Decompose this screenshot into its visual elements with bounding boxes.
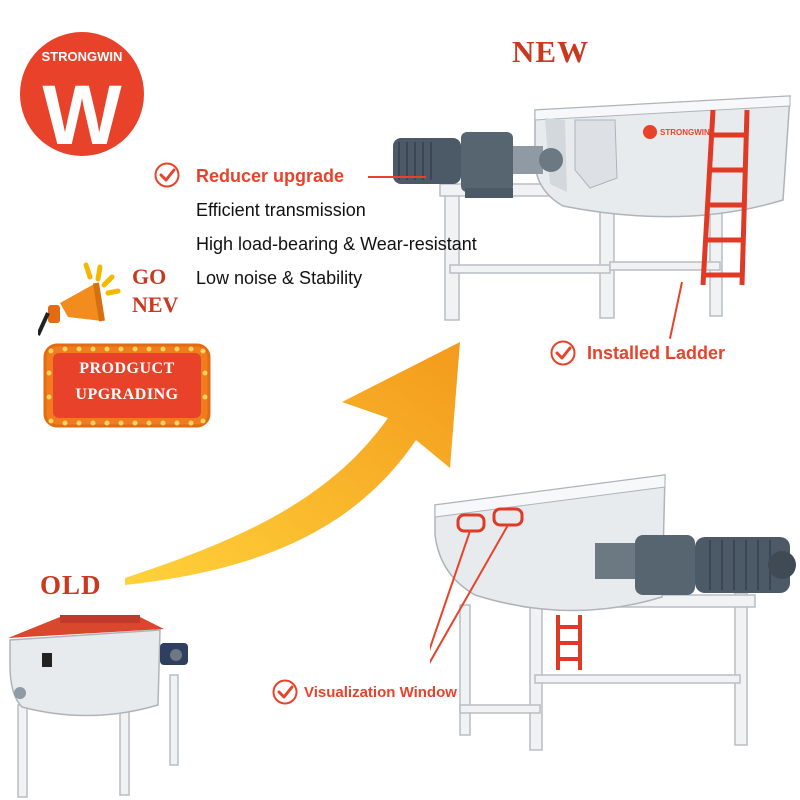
ladder-callout: Installed Ladder (587, 343, 726, 363)
svg-text:STRONGWIN: STRONGWIN (660, 128, 710, 137)
badge-line2: UPGRADING (75, 386, 179, 403)
feature-item: Low noise & Stability (196, 268, 363, 288)
new-mixer-image: STRONGWIN (393, 95, 791, 321)
check-circle-icon (154, 162, 180, 188)
go-text-line2: NEV (132, 292, 179, 317)
new-label: NEW (512, 34, 590, 69)
check-circle-icon (272, 679, 298, 705)
go-text-line1: GO (132, 264, 167, 289)
badge-line1: PRODGUCT (79, 360, 175, 377)
brand-name: STRONGWIN (42, 49, 123, 64)
old-label: OLD (40, 570, 102, 600)
upgraded-mixer-image (430, 474, 796, 751)
brand-mark: W (42, 68, 122, 158)
brand-logo: STRONGWIN W (20, 32, 144, 158)
upgrade-arrow (125, 342, 460, 585)
feature-item: Efficient transmission (196, 200, 366, 220)
check-circle-icon (550, 340, 576, 366)
product-upgrading-badge (43, 343, 211, 428)
feature-title: Reducer upgrade (196, 166, 345, 186)
go-text-clip: NEV (132, 292, 182, 322)
feature-item: High load-bearing & Wear-resistant (196, 234, 477, 254)
old-mixer-image (8, 615, 188, 798)
window-callout: Visualization Window (304, 684, 457, 701)
feature-leader-line (368, 176, 426, 178)
megaphone-icon (38, 262, 121, 336)
